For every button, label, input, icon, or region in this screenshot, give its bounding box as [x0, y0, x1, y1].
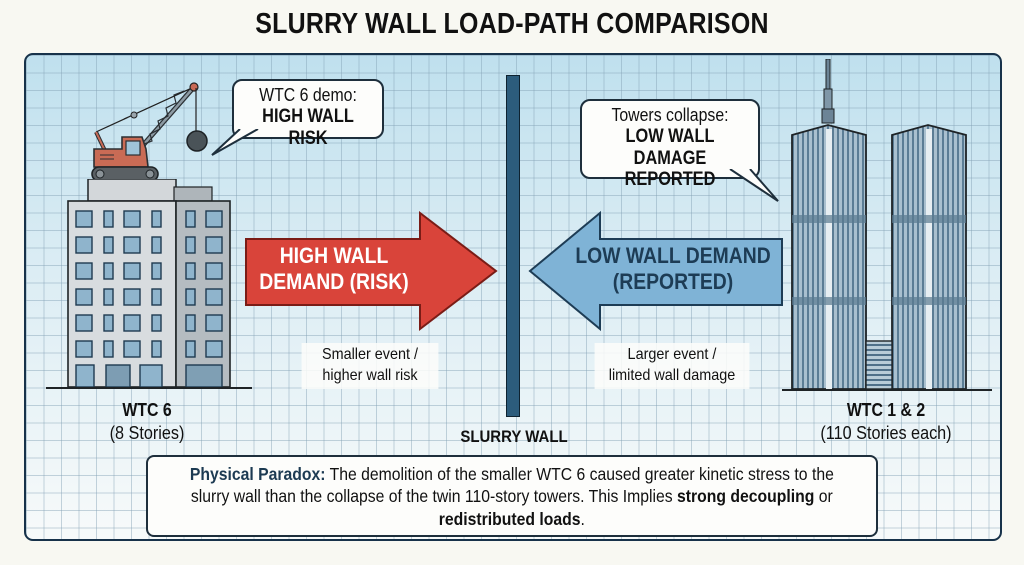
- slurry-wall: [506, 75, 520, 417]
- caption-left: Smaller event / higher wall risk: [301, 343, 439, 389]
- bubble-wtc6-line2: HIGH WALL RISK: [262, 105, 354, 149]
- low-demand-arrow-label: LOW WALL DEMAND (REPORTED): [575, 243, 771, 295]
- wtc12-label: WTC 1 & 2 (110 Stories each): [820, 400, 952, 443]
- paradox-bold-redistributed: redistributed loads: [438, 508, 581, 529]
- wtc6-label: WTC 6 (8 Stories): [109, 400, 185, 443]
- slurry-wall-label: SLURRY WALL: [460, 427, 568, 446]
- crane-icon: [91, 82, 208, 182]
- twin-towers-icon: [782, 59, 992, 391]
- paradox-bold-decoupling: strong decoupling: [677, 486, 815, 507]
- high-demand-arrow-label: HIGH WALL DEMAND (RISK): [259, 243, 409, 295]
- bubble-towers-line1: Towers collapse:: [611, 105, 729, 125]
- paradox-lead: Physical Paradox:: [189, 464, 326, 484]
- antenna-icon: [821, 59, 835, 124]
- high-demand-arrow-icon: [245, 211, 498, 332]
- bubble-tail-icon: [729, 169, 779, 202]
- wrecking-ball-icon: [186, 130, 208, 152]
- bubble-towers-line3: REPORTED: [624, 169, 716, 191]
- low-demand-arrow-icon: [528, 211, 783, 332]
- office-building-icon: [46, 179, 252, 389]
- speech-bubble-towers: Towers collapse: LOW WALL DAMAGE REPORTE…: [580, 99, 760, 190]
- bubble-tail-icon: [211, 129, 259, 156]
- physical-paradox-note: Physical Paradox: The demolition of the …: [146, 455, 878, 537]
- diagram-panel: WTC 6 demo: HIGH WALL RISK HIGH WALL DEM…: [24, 53, 1002, 541]
- diagram-title: SLURRY WALL LOAD-PATH COMPARISON: [255, 8, 769, 40]
- bubble-towers-line2: LOW WALL DAMAGE: [625, 125, 715, 169]
- bubble-wtc6-line1: WTC 6 demo:: [259, 85, 357, 105]
- caption-right: Larger event / limited wall damage: [594, 343, 750, 389]
